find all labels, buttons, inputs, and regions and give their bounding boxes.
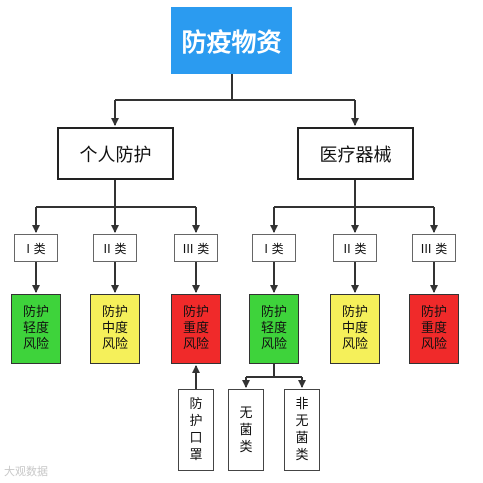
risk-text: 防护轻度风险: [22, 305, 49, 352]
risk-box: 防护中度风险: [330, 294, 380, 364]
sub-node-text: 无菌类: [239, 405, 253, 455]
risk-text: 防护重度风险: [182, 305, 209, 352]
class-node: III 类: [412, 234, 456, 262]
root-node: 防疫物资: [171, 7, 292, 74]
class-node: II 类: [333, 234, 377, 262]
risk-text: 防护中度风险: [101, 305, 128, 352]
sub-node-text: 防护口罩: [189, 397, 203, 463]
risk-box: 防护中度风险: [90, 294, 140, 364]
sub-node-text: 非无菌类: [295, 397, 309, 463]
sub-node-sterile: 无菌类: [228, 389, 264, 471]
risk-box: 防护轻度风险: [11, 294, 61, 364]
risk-box: 防护重度风险: [171, 294, 221, 364]
class-node: II 类: [93, 234, 137, 262]
sub-node-mask: 防护口罩: [178, 389, 214, 471]
risk-text: 防护中度风险: [341, 305, 368, 352]
class-node: I 类: [252, 234, 296, 262]
risk-text: 防护重度风险: [420, 305, 447, 352]
risk-box: 防护重度风险: [409, 294, 459, 364]
class-node: I 类: [14, 234, 58, 262]
branch-personal-protection: 个人防护: [57, 127, 174, 180]
risk-box: 防护轻度风险: [249, 294, 299, 364]
class-node: III 类: [174, 234, 218, 262]
watermark: 大观数据: [4, 465, 48, 478]
branch-medical-devices: 医疗器械: [297, 127, 414, 180]
sub-node-non-sterile: 非无菌类: [284, 389, 320, 471]
risk-text: 防护轻度风险: [260, 305, 287, 352]
